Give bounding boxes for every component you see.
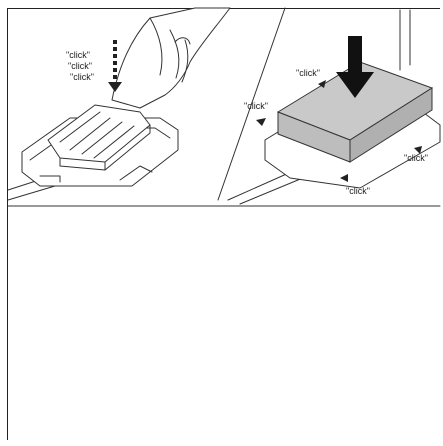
cable-line [399,9,411,71]
hand-icon [111,7,231,109]
base-tab [39,175,61,183]
fingernail [174,37,191,45]
clamp-slots [59,111,135,159]
left-step-panel: "click" "click" "click" [7,7,231,201]
click-label: "click" [70,72,94,82]
direction-arrow-icon [414,146,422,154]
direction-arrow-icon [256,118,266,126]
click-label: "click" [244,101,268,111]
cable-line [239,174,311,205]
direction-arrow-icon [318,80,326,88]
click-label: "click" [404,153,428,163]
click-label: "click" [346,186,370,196]
click-label: "click" [68,61,92,71]
connector-side [59,157,106,171]
base-tab [119,165,153,181]
step-divider [217,7,286,201]
press-down-arrow [108,40,122,92]
press-down-arrow [336,36,374,98]
cover-side [349,87,433,163]
connector-side [104,124,151,171]
direction-arrow-icon [340,174,348,182]
finger-lines [149,17,189,83]
click-label: "click" [66,50,90,60]
right-step-panel: "click" "click" "click" "click" [227,9,441,205]
click-label: "click" [296,68,320,78]
